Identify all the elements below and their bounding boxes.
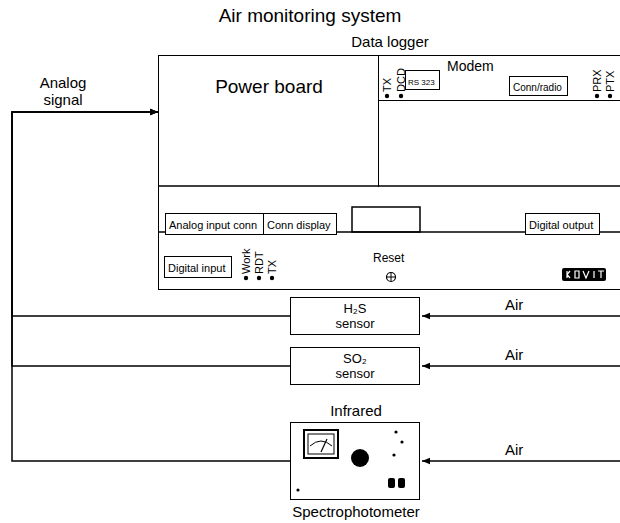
panel-switch <box>398 478 405 488</box>
node-label: Digital input <box>168 262 225 275</box>
sensor-box: H₂S sensor <box>290 297 420 335</box>
node-label: Conn/radio <box>513 82 562 94</box>
node-label: Analog input conn <box>169 219 257 232</box>
led-dot <box>385 94 389 98</box>
led-label: DCD <box>395 68 407 92</box>
node-label: Power board <box>159 76 379 98</box>
air-inlet-arrow <box>422 365 620 367</box>
node-caption: Spectrophotometer <box>251 503 461 520</box>
connector-box: Digital output <box>525 213 600 235</box>
panel-dot <box>392 453 395 456</box>
modem-section: RS 323 Conn/radio Modem <box>379 56 620 101</box>
port-box: Conn/radio <box>509 76 568 96</box>
maker-logo <box>562 268 606 281</box>
led-label: PRX <box>591 69 603 92</box>
meter-needle <box>321 439 327 452</box>
port-box: RS 323 <box>405 70 440 90</box>
signal-connector <box>12 112 290 366</box>
meter-dial <box>304 430 338 458</box>
led-label: RDT <box>253 251 265 274</box>
air-inlet-arrow <box>422 460 620 462</box>
signal-connector <box>12 112 290 461</box>
reset-button <box>387 273 396 282</box>
panel-divider <box>158 185 620 187</box>
node-label: Conn display <box>267 219 331 232</box>
display-connector <box>352 207 420 232</box>
control-knob <box>351 449 369 467</box>
led-dot <box>595 94 599 98</box>
sensor-box: SO₂ sensor <box>290 347 420 385</box>
led-dot <box>244 276 248 280</box>
diagram-title: Air monitoring system <box>0 6 620 27</box>
connector-box: Conn display <box>263 213 337 235</box>
led-dot <box>270 276 274 280</box>
panel-dot <box>394 430 397 433</box>
led-label: TX <box>266 260 278 274</box>
meter-scale <box>310 441 332 446</box>
panel-dot <box>400 440 403 443</box>
panel-switch <box>388 478 395 488</box>
signal-connector <box>12 112 290 316</box>
led-label: TX <box>381 78 393 92</box>
power-board: Power board <box>159 56 379 187</box>
signal-label: Analog signal <box>24 74 102 108</box>
button-label: Reset <box>373 252 404 265</box>
led-label: PTX <box>604 71 616 92</box>
node-label: Modem <box>447 58 494 74</box>
connector-box: Digital input <box>164 256 232 278</box>
node-label: SO₂ sensor <box>323 351 387 381</box>
reset-button <box>391 273 392 281</box>
flow-label: Air <box>505 297 523 314</box>
led-label: Work <box>240 249 252 274</box>
node-label: RS 323 <box>408 78 435 87</box>
spectrophotometer-box: InfraredSpectrophotometer <box>290 422 420 500</box>
connector-box: Analog input conn <box>165 213 264 235</box>
led-dot <box>399 94 403 98</box>
flow-label: Air <box>505 347 523 364</box>
node-label: Data logger <box>159 33 620 50</box>
panel-dot <box>296 488 299 491</box>
meter-dial <box>308 434 334 454</box>
flow-label: Air <box>505 442 523 459</box>
air-inlet-arrow <box>422 315 620 317</box>
node-label: Digital output <box>529 219 593 232</box>
node-label: H₂S sensor <box>323 301 387 331</box>
led-dot <box>608 94 612 98</box>
led-dot <box>257 276 261 280</box>
node-label: Infrared <box>261 402 451 419</box>
maker-logo <box>567 271 604 278</box>
